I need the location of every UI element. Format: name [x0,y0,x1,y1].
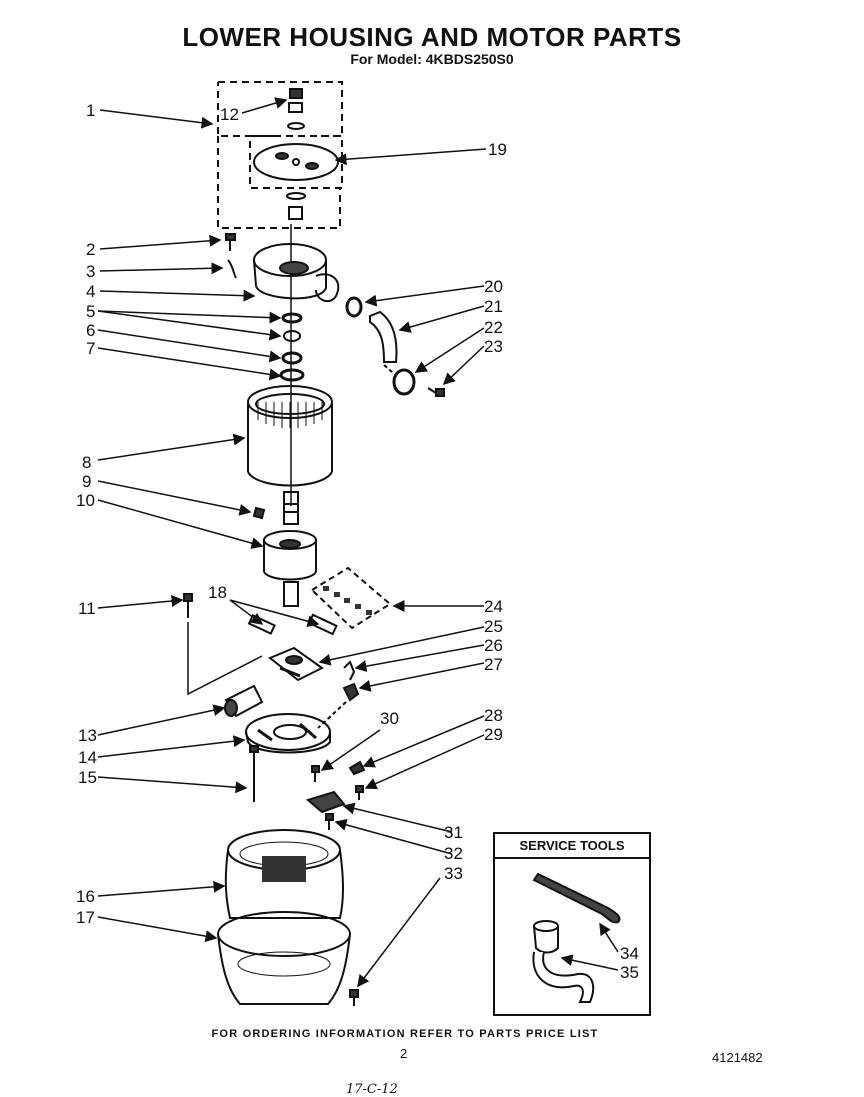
key-9 [252,506,266,520]
washer-5 [281,312,303,324]
callout-7: 7 [86,339,95,358]
callout-35: 35 [620,963,639,982]
callout-22: 22 [484,318,503,337]
callout-23: 23 [484,337,503,356]
callout-26: 26 [484,636,503,655]
callout-21: 21 [484,297,503,316]
callout-10: 10 [76,491,95,510]
callout-33: 33 [444,864,463,883]
ordering-footer-note: FOR ORDERING INFORMATION REFER TO PARTS … [211,1028,599,1040]
part-28 [348,760,366,776]
washer-7 [279,368,305,382]
callout-32: 32 [444,844,463,863]
bolt-15 [249,745,259,802]
callout-12: 12 [220,105,239,124]
callout-24: 24 [484,597,503,616]
callout-20: 20 [484,277,503,296]
end-bell-14 [245,713,331,754]
screw-32 [325,813,334,830]
callout-1: 1 [86,101,95,120]
callout-4: 4 [86,282,95,301]
elbow-dashed-link [383,364,393,373]
service-wrench-34 [532,872,621,924]
callout-19: 19 [488,140,507,159]
callout-3: 3 [86,262,95,281]
callout-2: 2 [86,240,95,259]
screw-11 [183,593,193,618]
screw-30 [311,765,320,782]
service-tools-title: SERVICE TOOLS [495,838,649,859]
model-subtitle: For Model: 4KBDS250S0 [350,51,514,67]
nut-stack-bottom [286,192,306,220]
screw-29 [355,785,364,800]
assembly-dashed-outline [217,81,343,229]
screw-33 [349,989,359,1006]
service-tools-box: SERVICE TOOLS [493,832,651,1016]
terminal-block-24 [310,566,392,630]
callout-labels: 1 12 19 2 3 4 5 6 7 20 21 22 23 8 9 10 1… [76,101,639,982]
terminal-pins [323,586,372,615]
stator-8 [247,385,333,487]
gasket-20 [345,296,363,318]
callout-29: 29 [484,725,503,744]
callout-11: 11 [78,599,96,618]
callout-16: 16 [76,887,95,906]
callout-13: 13 [78,726,97,745]
flange-22 [392,368,416,396]
callout-17: 17 [76,908,95,927]
callout-28: 28 [484,706,503,725]
switch-plate-25 [268,646,324,682]
callout-34: 34 [620,944,639,963]
callout-6: 6 [86,321,95,340]
callout-14: 14 [78,748,97,767]
service-socket-35 [532,920,595,1003]
page-title: LOWER HOUSING AND MOTOR PARTS [182,22,682,52]
callout-27: 27 [484,655,503,674]
callout-5: 5 [86,302,95,321]
screw-23 [427,387,445,397]
base-plate-17 [217,911,351,1005]
clip-26 [343,660,356,681]
washer-6b [281,351,303,365]
document-number: 4121482 [712,1050,763,1065]
screw-11-dashed-guide [187,622,263,696]
washer-6 [283,330,301,342]
leader-lines [97,97,619,988]
upper-housing-4 [253,243,340,303]
motor-shell-16 [224,829,344,919]
nut-stack-top [287,88,305,130]
handwritten-note: 17-C-12 [346,1082,398,1097]
capacitor-13 [224,684,264,718]
clamp-dashed-link [317,701,347,729]
callout-25: 25 [484,617,503,636]
elbow-21 [369,310,398,363]
callout-15: 15 [78,768,97,787]
callout-18: 18 [208,583,227,602]
callout-31: 31 [444,823,463,842]
callout-8: 8 [82,453,91,472]
callout-30: 30 [380,709,399,728]
callout-9: 9 [82,472,91,491]
flywheel-plate [253,143,339,181]
clamp-27 [342,682,360,702]
screw-2 [225,233,236,251]
bracket-31 [305,790,346,814]
rotor-10 [263,491,317,607]
page-number: 2 [400,1046,408,1061]
clip-3 [227,259,237,279]
